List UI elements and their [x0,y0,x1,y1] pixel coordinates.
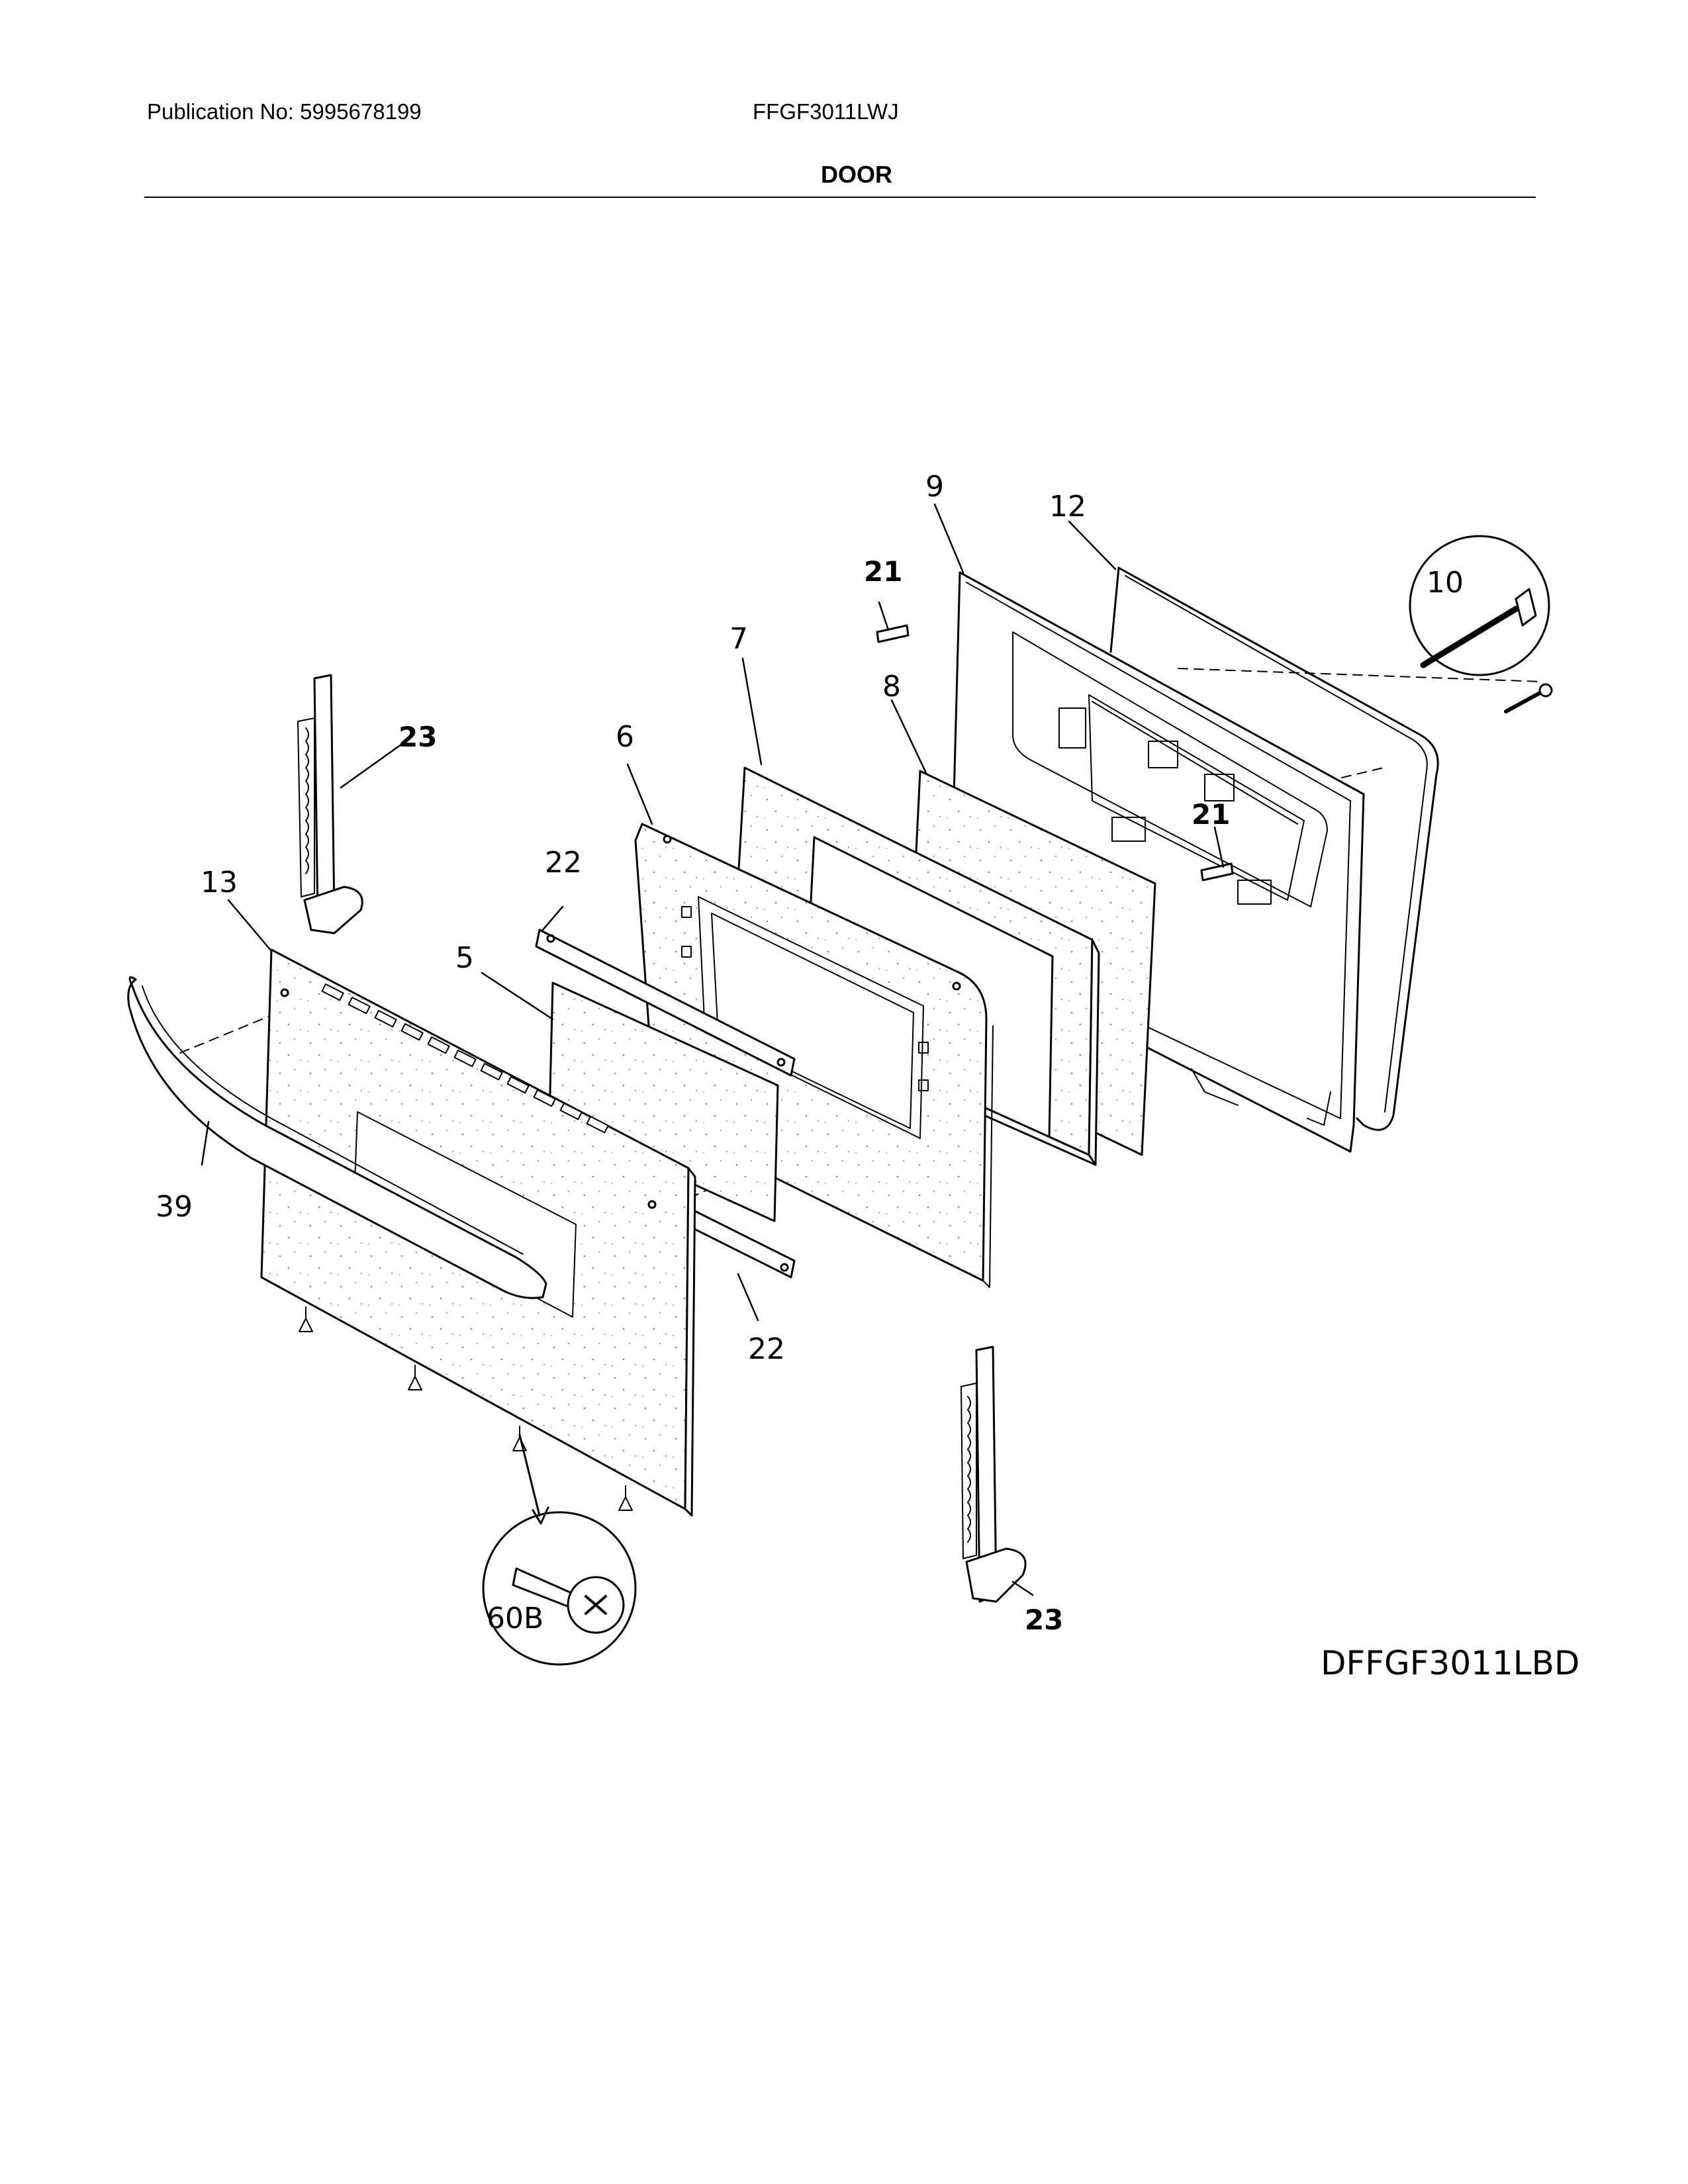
callout-12: 12 [1049,490,1086,523]
upper-glass-bracket [535,929,796,1077]
callout-5: 5 [455,941,474,975]
callout-21-lower: 21 [1192,798,1230,831]
callout-6: 6 [616,720,634,754]
detail-circle-screw-10 [1409,535,1550,676]
callout-21-upper: 21 [864,555,902,588]
clip-lower [1200,862,1234,882]
bottom-screws [299,1306,633,1511]
model-number: FFGF3011LWJ [753,99,899,124]
door-gasket [1117,567,1439,1131]
callout-60b: 60B [487,1602,543,1635]
callout-13: 13 [201,866,238,899]
callout-leaders [201,503,1225,1596]
screw-10 [1504,690,1544,713]
door-handle [127,976,547,1299]
upper-hinge [297,674,363,934]
callout-39: 39 [156,1190,193,1224]
header-divider [144,197,1536,198]
callout-8: 8 [882,670,901,704]
door-liner-panel [634,823,994,1288]
lower-glass-bracket [677,1203,796,1279]
callout-9: 9 [925,470,944,504]
callout-10: 10 [1427,566,1464,600]
callout-22-lower: 22 [748,1332,785,1366]
inner-door-liner [949,571,1365,1153]
lower-hinge [961,1345,1027,1603]
section-title: DOOR [821,161,892,188]
callout-23-lower: 23 [1025,1604,1063,1636]
callout-23-upper: 23 [399,721,437,753]
clip-upper [876,624,910,643]
callout-22-upper: 22 [545,846,582,880]
callout-7: 7 [729,622,748,656]
publication-number: Publication No: 5995678199 [147,99,422,124]
door-window-glass [548,981,779,1222]
callout-labels: 9 12 21 10 7 8 23 6 21 22 13 5 39 22 23 … [156,470,1579,1682]
diagram-code: DFFGF3011LBD [1321,1644,1579,1682]
